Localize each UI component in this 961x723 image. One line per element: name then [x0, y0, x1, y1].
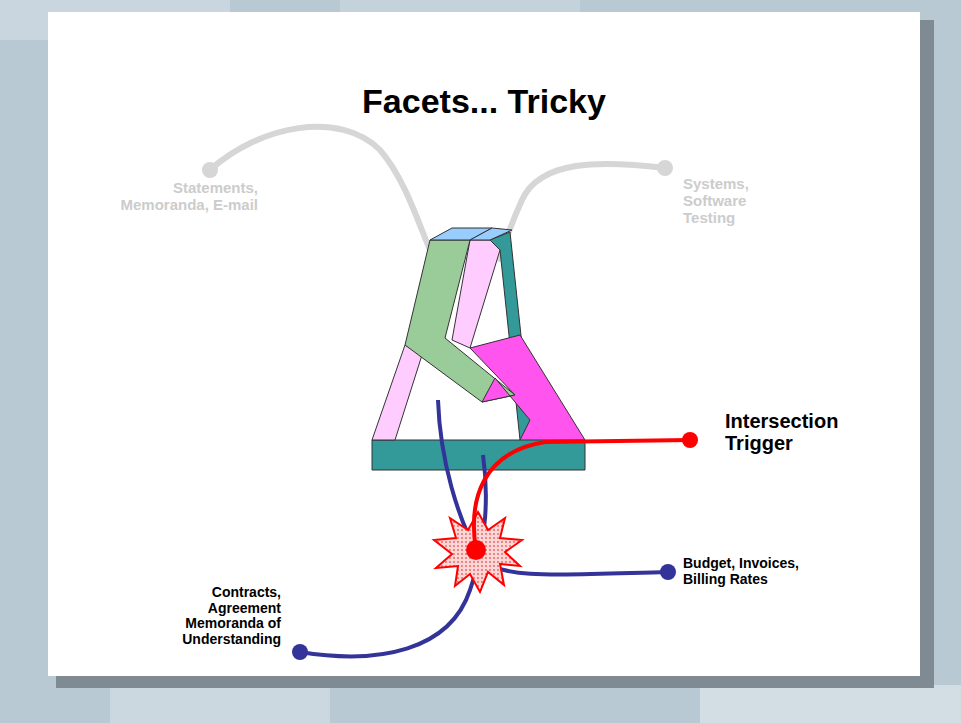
leader-dot — [660, 564, 676, 580]
leader-dot — [682, 432, 698, 448]
callout-label: Intersection Trigger — [725, 410, 875, 455]
slide-panel — [48, 12, 920, 676]
ground-tile — [700, 685, 961, 723]
leader-dot — [657, 160, 673, 176]
figure-face — [372, 232, 585, 470]
trigger-curve — [474, 440, 690, 550]
slide-title: Facets... Tricky — [48, 82, 920, 121]
impossible-figure — [372, 228, 585, 470]
figure-face — [470, 335, 585, 440]
callout-label: Contracts, Agreement Memoranda of Unders… — [160, 585, 281, 648]
callout-label: Systems, Software Testing — [683, 176, 778, 226]
callout-label: Budget, Invoices, Billing Rates — [683, 556, 825, 587]
explosion-burst — [434, 512, 522, 592]
leader-dot — [292, 644, 308, 660]
leader-dot — [202, 162, 218, 178]
blue-curve — [438, 400, 668, 575]
ground-tile — [110, 685, 330, 723]
figure-face — [372, 345, 422, 440]
callout-label: Statements, Memoranda, E-mail — [98, 180, 258, 214]
leader-curve — [500, 164, 665, 262]
intersection-dot — [466, 540, 486, 560]
figure-cap — [470, 228, 512, 240]
